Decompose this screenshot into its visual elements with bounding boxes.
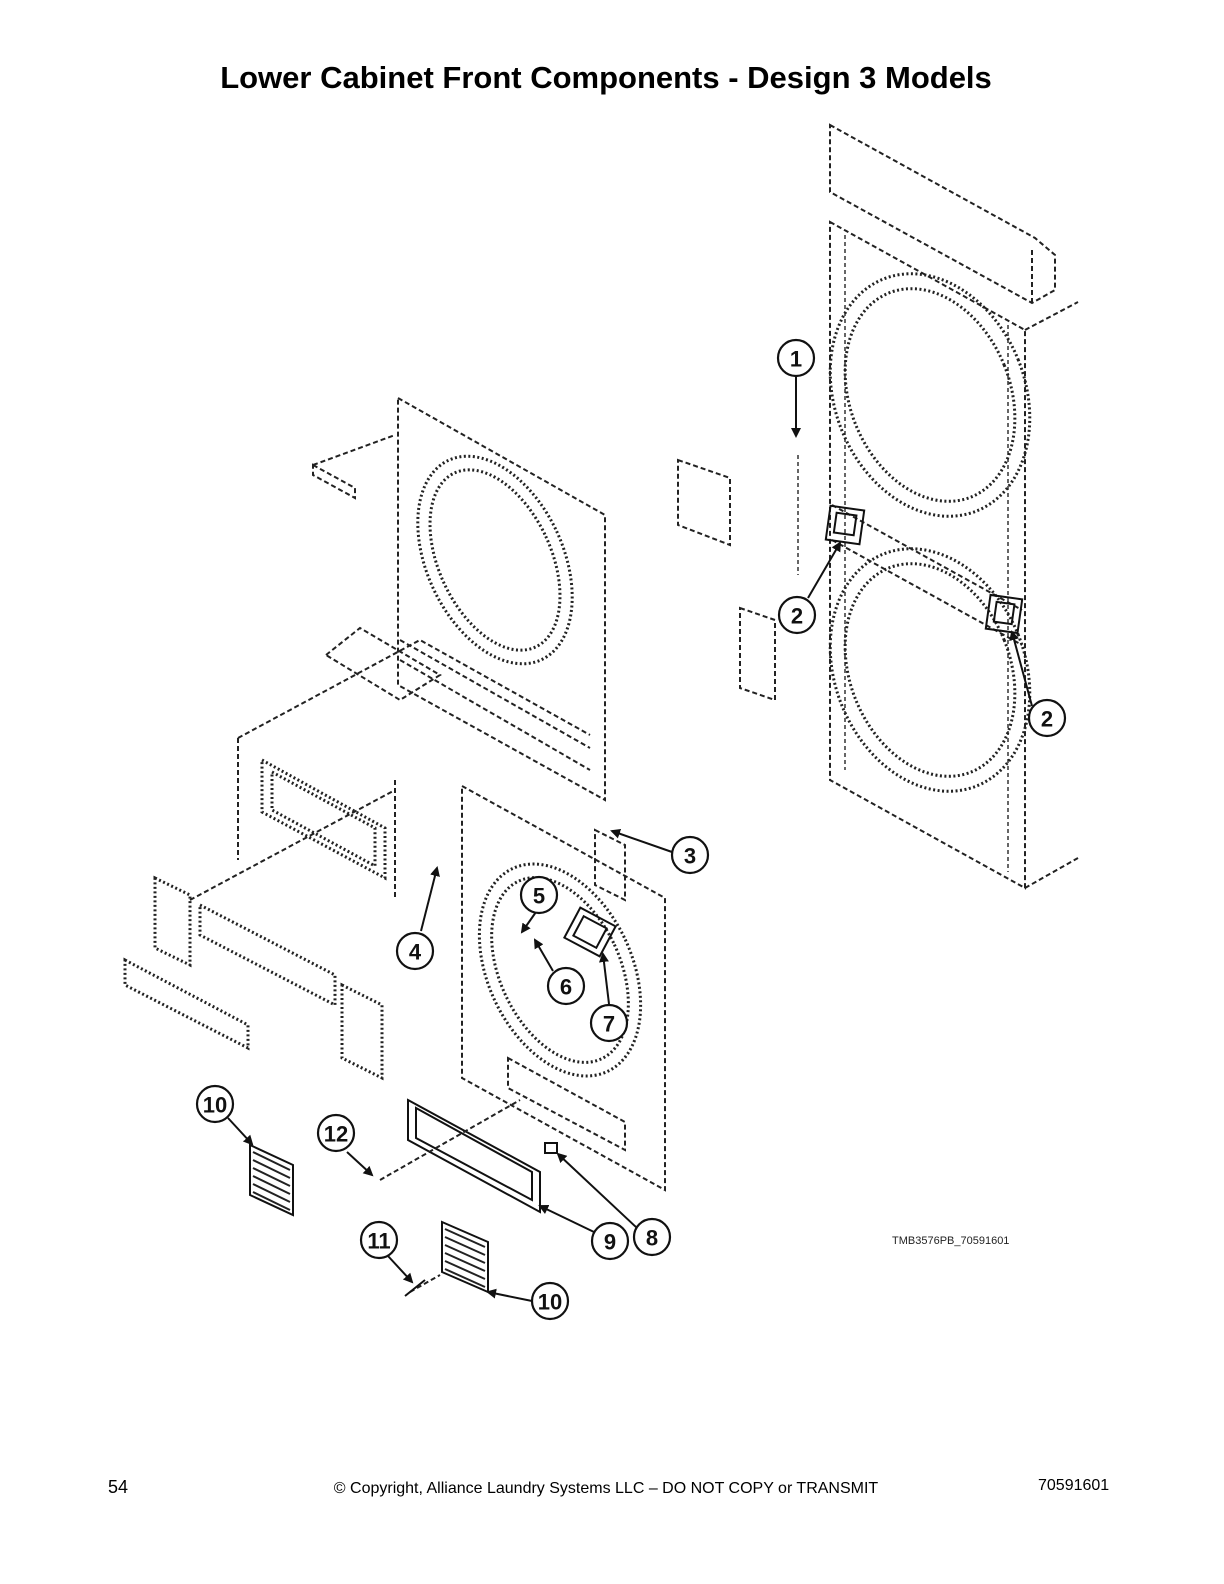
bezel-frame-assembly — [123, 757, 396, 1081]
svg-text:5: 5 — [533, 884, 545, 909]
svg-text:8: 8 — [646, 1226, 658, 1251]
svg-text:7: 7 — [603, 1012, 615, 1037]
stacked-cabinet-assembly — [797, 123, 1079, 890]
page-number: 54 — [108, 1477, 129, 1497]
svg-text:9: 9 — [604, 1230, 616, 1255]
svg-text:6: 6 — [560, 975, 572, 1000]
callout-10-left: 10 — [195, 1084, 235, 1124]
svg-text:3: 3 — [684, 844, 696, 869]
callout-3: 3 — [670, 835, 710, 875]
callout-11: 11 — [359, 1220, 399, 1260]
lower-trim-assembly — [249, 1098, 558, 1297]
page-title: Lower Cabinet Front Components - Design … — [220, 60, 992, 95]
svg-text:2: 2 — [791, 604, 803, 629]
front-panel-assembly — [461, 784, 666, 1192]
callout-7: 7 — [589, 1003, 629, 1043]
svg-text:11: 11 — [367, 1229, 390, 1254]
svg-text:1: 1 — [790, 347, 802, 372]
callout-8: 8 — [632, 1217, 672, 1257]
callout-1: 1 — [776, 338, 816, 378]
rear-panel-assembly — [237, 396, 776, 900]
document-number: 70591601 — [1038, 1477, 1110, 1494]
callout-12: 12 — [316, 1113, 356, 1153]
svg-text:2: 2 — [1041, 707, 1053, 732]
drawing-code: TMB3576PB_70591601 — [892, 1235, 1009, 1247]
callout-9: 9 — [590, 1221, 630, 1261]
callout-4: 4 — [395, 931, 435, 971]
callout-2-lower: 2 — [1027, 698, 1067, 738]
callout-6: 6 — [546, 966, 586, 1006]
callout-2-upper: 2 — [777, 595, 817, 635]
copyright-notice: © Copyright, Alliance Laundry Systems LL… — [333, 1480, 879, 1497]
callout-10-bottom: 10 — [530, 1281, 570, 1321]
svg-text:4: 4 — [409, 940, 422, 965]
callout-leaders — [227, 376, 1033, 1302]
svg-text:10: 10 — [538, 1290, 562, 1315]
svg-text:12: 12 — [324, 1122, 348, 1147]
svg-text:10: 10 — [203, 1093, 227, 1118]
callout-5: 5 — [519, 875, 559, 915]
